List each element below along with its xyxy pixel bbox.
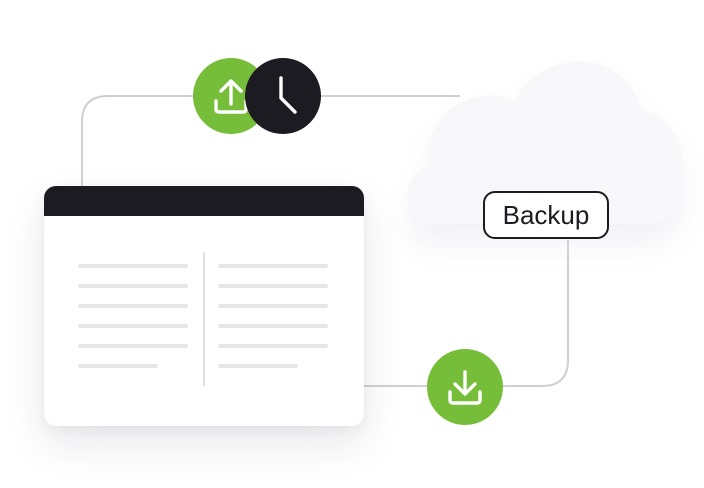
- document-line: [78, 324, 188, 328]
- download-badge: [427, 349, 503, 425]
- download-connector: [364, 240, 569, 387]
- document-line: [78, 364, 158, 368]
- document-line: [78, 344, 188, 348]
- clock-badge: [245, 58, 321, 134]
- document-line: [78, 304, 188, 308]
- document-line: [218, 284, 328, 288]
- download-icon: [448, 370, 482, 405]
- cloud-shape: [407, 61, 685, 246]
- document-line: [218, 324, 328, 328]
- document-window: [44, 186, 364, 426]
- clock-icon: [279, 76, 297, 114]
- document-line: [218, 264, 328, 268]
- column-divider: [203, 252, 205, 386]
- document-line: [218, 344, 328, 348]
- document-line: [78, 264, 188, 268]
- window-title-bar: [44, 186, 364, 216]
- upload-icon: [214, 79, 248, 114]
- document-line: [218, 364, 298, 368]
- document-line: [218, 304, 328, 308]
- document-line: [78, 284, 188, 288]
- upload-connector: [81, 95, 460, 186]
- backup-label: Backup: [483, 191, 609, 239]
